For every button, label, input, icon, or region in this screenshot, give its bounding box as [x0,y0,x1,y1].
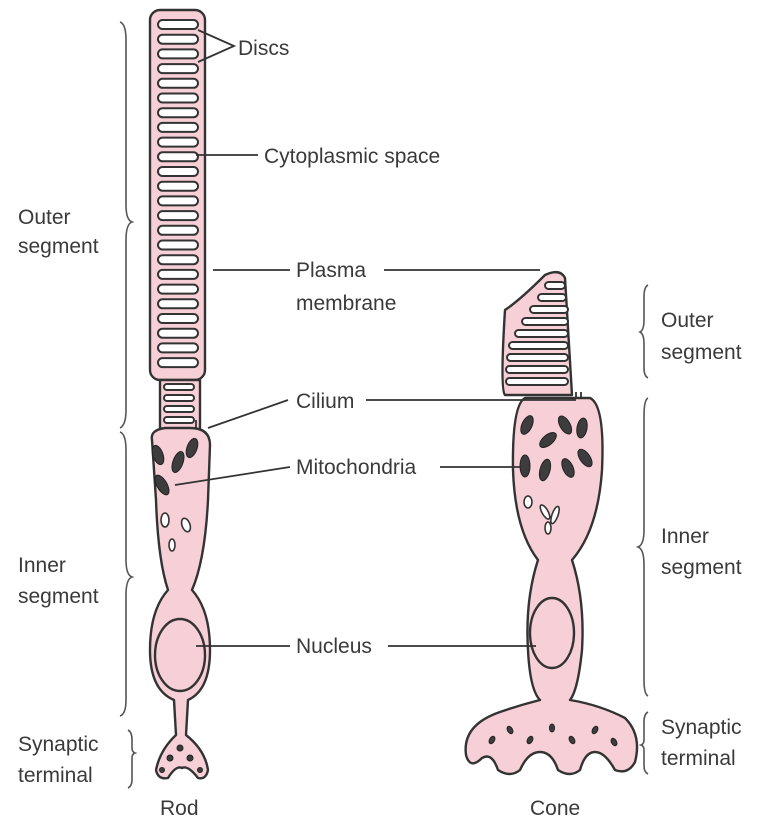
cone-inner-brace [638,398,648,696]
cone-vesicle [545,522,551,534]
cone-disc [506,366,568,373]
label-mitochondria: Mitochondria [296,456,417,479]
cone-disc [509,342,568,349]
cone-disc [538,294,566,301]
rod-disc [158,226,198,235]
rod-label-outer: Outer [18,206,71,229]
rod-disc [158,270,198,279]
rod-fold [164,417,194,423]
rod-synaptic-brace [128,730,135,788]
rod-vesicle [161,513,169,527]
caption-rod: Rod [160,797,199,820]
label-cytoplasmic-space: Cytoplasmic space [264,145,440,168]
rod-label-terminal: terminal [18,764,93,787]
rod-disc [158,79,198,88]
rod-disc [158,64,198,73]
cone-cell [466,272,637,774]
rod-disc [158,138,198,147]
rod-label-inner-segment: segment [18,585,99,608]
rod-label-outer-segment: segment [18,235,99,258]
cone-disc [530,306,568,313]
rod-disc [158,358,198,367]
cone-label-terminal: terminal [661,747,736,770]
cone-vesicle [524,496,532,508]
cone-label-outer-segment: segment [661,341,742,364]
rod-vesicle [169,539,175,551]
cone-mitochondrion [520,455,530,477]
rod-disc [158,49,198,58]
rod-disc [158,285,198,294]
cone-outer-brace [640,285,648,378]
rod-disc [158,196,198,205]
rod-disc [158,255,198,264]
label-discs: Discs [238,37,289,60]
caption-cone: Cone [530,797,580,820]
rod-label-synaptic: Synaptic [18,733,99,756]
label-nucleus: Nucleus [296,635,372,658]
rod-disc [158,94,198,103]
rod-disc [158,20,198,29]
cone-synaptic-vesicle [550,724,555,732]
rod-disc [158,211,198,220]
rod-disc [158,123,198,132]
rod-disc [158,35,198,44]
label-membrane: membrane [296,292,396,315]
label-plasma: Plasma [296,259,366,282]
rod-synaptic-vesicle [167,755,173,761]
rod-disc [158,167,198,176]
rod-outer-brace [120,22,132,428]
rod-synaptic-vesicle [187,755,193,761]
cilium-pointer-rod [208,400,288,428]
cone-disc [522,318,568,325]
cone-disc [507,354,568,361]
rod-disc [158,108,198,117]
rod-fold [164,384,194,390]
cone-synaptic-brace [641,712,648,774]
rod-disc [158,299,198,308]
rod-fold [164,395,194,401]
cone-disc [506,378,568,385]
cone-disc [515,330,568,337]
rod-synaptic-vesicle [198,768,203,773]
cone-nucleus [530,598,574,668]
rod-disc [158,343,198,352]
rod-disc [158,152,198,161]
rod-synaptic-vesicle [177,745,183,751]
rod-disc [158,241,198,250]
cone-label-outer: Outer [661,309,714,332]
label-cilium: Cilium [296,390,354,413]
rod-label-inner: Inner [18,554,66,577]
rod-nucleus [155,619,205,691]
rod-inner-brace [120,432,132,716]
rod-synaptic-vesicle [160,768,165,773]
cone-label-synaptic: Synaptic [661,716,742,739]
cone-label-inner: Inner [661,525,709,548]
rod-cell [150,10,210,778]
rod-disc [158,182,198,191]
cone-label-inner-segment: segment [661,556,742,579]
rod-disc [158,314,198,323]
rod-disc [158,329,198,338]
cone-disc [545,282,565,289]
cone-discs [506,282,568,385]
cone-inner-body [466,398,637,774]
rod-fold [164,406,194,412]
